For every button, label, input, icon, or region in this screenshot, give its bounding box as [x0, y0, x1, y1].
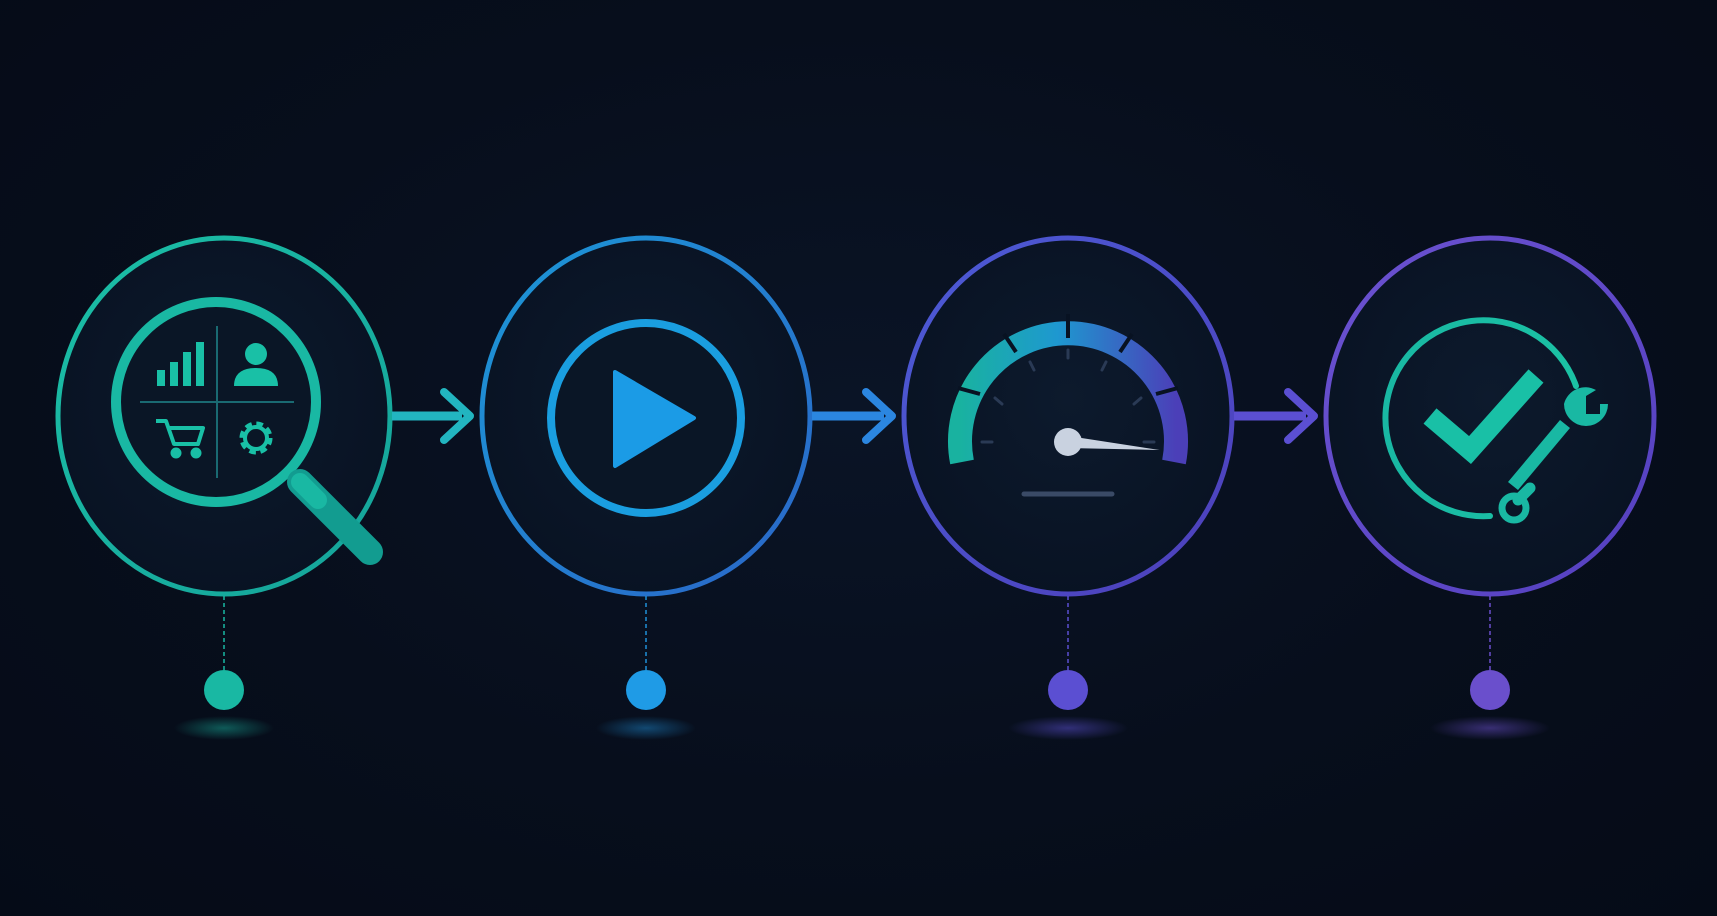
stage-3-performance — [901, 235, 1235, 597]
timeline-node-1 — [174, 596, 274, 740]
play-icon — [547, 319, 745, 517]
cart-icon — [156, 419, 205, 459]
gear-icon — [239, 421, 273, 455]
bar-chart-icon — [157, 342, 204, 386]
user-icon — [234, 343, 278, 386]
connector-arrow-2 — [812, 388, 896, 444]
gauge-needle — [1067, 436, 1160, 451]
check-icon — [1423, 369, 1544, 464]
stage-2-execute — [479, 235, 813, 597]
check-wrench-icon — [1382, 317, 1608, 524]
timeline-node-2 — [596, 596, 696, 740]
timeline-node-3 — [1008, 596, 1128, 740]
timeline-node-4 — [1430, 596, 1550, 740]
connector-arrow-1 — [392, 388, 474, 444]
stage-3-ring — [901, 235, 1235, 597]
wrench-icon — [1498, 387, 1608, 524]
connector-arrow-3 — [1234, 388, 1318, 444]
stage-1-analysis — [55, 235, 393, 597]
magnifier-quadrants-icon — [111, 297, 383, 565]
stage-4-maintain — [1323, 235, 1657, 597]
speedometer-icon — [948, 314, 1188, 497]
